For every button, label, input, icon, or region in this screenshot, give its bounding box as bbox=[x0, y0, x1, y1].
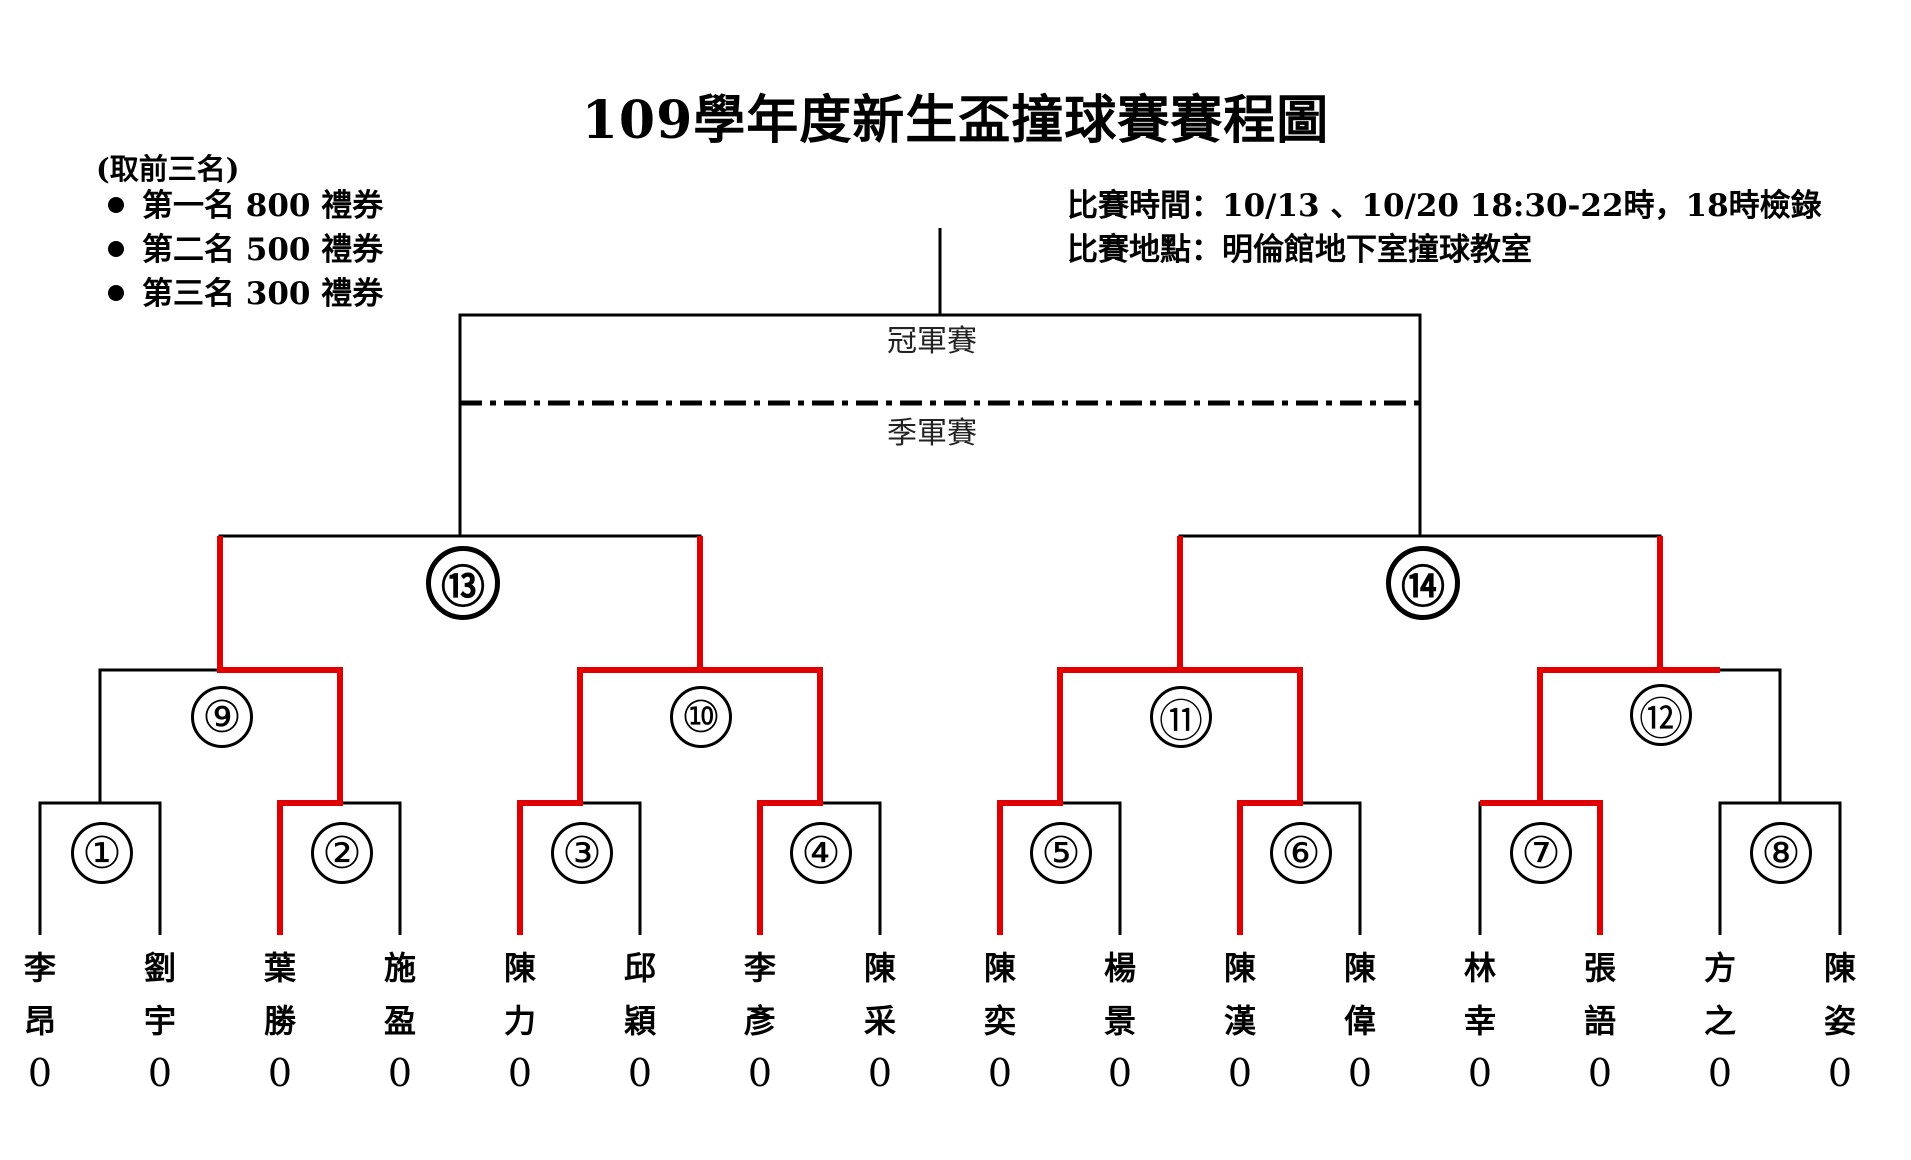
prize-item: 第三名 300 禮券 bbox=[108, 272, 383, 316]
player-slot: 陳采 0 bbox=[858, 942, 902, 1098]
player-score: 0 bbox=[987, 1051, 1013, 1095]
match-number: ⑩ bbox=[670, 686, 732, 748]
player-name: 李昂 bbox=[23, 949, 56, 1040]
player-name: 楊景 bbox=[1103, 949, 1136, 1040]
prize-list: 第一名 800 禮券 第二名 500 禮券 第三名 300 禮券 bbox=[108, 184, 383, 316]
player-slot: 陳力 0 bbox=[498, 942, 542, 1098]
player-slot: 李彥 0 bbox=[738, 942, 782, 1098]
advance-path bbox=[517, 536, 703, 935]
match-time: 比賽時間：10/13 、10/20 18:30-22時，18時檢錄 bbox=[1067, 188, 1822, 224]
player-score: 0 bbox=[1227, 1051, 1253, 1095]
player-score: 0 bbox=[1467, 1051, 1493, 1095]
prize-note: (取前三名) bbox=[96, 152, 240, 186]
match-number: ⑭ bbox=[1386, 546, 1460, 620]
match-number: ⑦ bbox=[1510, 822, 1572, 884]
player-slot: 林幸 0 bbox=[1458, 942, 1502, 1098]
prize-item: 第一名 800 禮券 bbox=[108, 184, 383, 228]
page-title: 109學年度新生盃撞球賽賽程圖 bbox=[581, 90, 1330, 151]
player-slot: 張語 0 bbox=[1578, 942, 1622, 1098]
player-slot: 李昂 0 bbox=[18, 942, 62, 1098]
player-score: 0 bbox=[1107, 1051, 1133, 1095]
player-name: 劉宇 bbox=[143, 949, 176, 1040]
player-slot: 葉勝 0 bbox=[258, 942, 302, 1098]
bullet-icon bbox=[108, 240, 124, 257]
player-name: 李彥 bbox=[743, 949, 776, 1040]
player-slot: 陳偉 0 bbox=[1338, 942, 1382, 1098]
match-number: ⑥ bbox=[1270, 822, 1332, 884]
match-number: ⑤ bbox=[1030, 822, 1092, 884]
player-score: 0 bbox=[747, 1051, 773, 1095]
player-name: 方之 bbox=[1703, 949, 1736, 1040]
player-score: 0 bbox=[147, 1051, 173, 1095]
player-score: 0 bbox=[387, 1051, 413, 1095]
match-number: ④ bbox=[790, 822, 852, 884]
player-slot: 施盈 0 bbox=[378, 942, 422, 1098]
prize-item: 第二名 500 禮券 bbox=[108, 228, 383, 272]
player-name: 陳奕 bbox=[983, 949, 1016, 1040]
player-name: 陳偉 bbox=[1343, 949, 1376, 1040]
player-slot: 方之 0 bbox=[1698, 942, 1742, 1098]
player-name: 陳力 bbox=[503, 949, 536, 1040]
player-score: 0 bbox=[1587, 1051, 1613, 1095]
player-score: 0 bbox=[507, 1051, 533, 1095]
player-score: 0 bbox=[1827, 1051, 1853, 1095]
player-slot: 陳奕 0 bbox=[978, 942, 1022, 1098]
player-score: 0 bbox=[867, 1051, 893, 1095]
advance-path bbox=[1180, 667, 1303, 935]
player-score: 0 bbox=[267, 1051, 293, 1095]
advance-path bbox=[700, 667, 823, 935]
match-number: ⑬ bbox=[426, 546, 500, 620]
player-slot: 楊景 0 bbox=[1098, 942, 1142, 1098]
player-score: 0 bbox=[627, 1051, 653, 1095]
player-name: 葉勝 bbox=[263, 949, 296, 1040]
player-slot: 陳漢 0 bbox=[1218, 942, 1262, 1098]
third-place-label: 季軍賽 bbox=[887, 416, 977, 451]
player-name: 林幸 bbox=[1463, 949, 1496, 1040]
bullet-icon bbox=[108, 284, 124, 301]
match-number: ② bbox=[311, 822, 373, 884]
player-name: 邱穎 bbox=[623, 949, 656, 1040]
match-number: ⑪ bbox=[1150, 686, 1212, 748]
final-label: 冠軍賽 bbox=[887, 324, 977, 359]
player-score: 0 bbox=[1347, 1051, 1373, 1095]
player-name: 施盈 bbox=[383, 949, 416, 1040]
player-slot: 劉宇 0 bbox=[138, 942, 182, 1098]
match-number: ⑫ bbox=[1630, 684, 1692, 746]
match-number: ⑨ bbox=[191, 686, 253, 748]
advance-path bbox=[997, 536, 1183, 935]
match-info: 比賽時間：10/13 、10/20 18:30-22時，18時檢錄 比賽地點：明… bbox=[1067, 184, 1822, 272]
player-slot: 陳姿 0 bbox=[1818, 942, 1862, 1098]
player-score: 0 bbox=[27, 1051, 53, 1095]
player-name: 陳姿 bbox=[1823, 949, 1856, 1040]
player-name: 張語 bbox=[1583, 949, 1616, 1040]
match-number: ③ bbox=[551, 822, 613, 884]
match-number: ⑧ bbox=[1750, 822, 1812, 884]
advance-path bbox=[217, 536, 343, 935]
match-number: ① bbox=[71, 822, 133, 884]
player-name: 陳漢 bbox=[1223, 949, 1256, 1040]
player-slot: 邱穎 0 bbox=[618, 942, 662, 1098]
player-name: 陳采 bbox=[863, 949, 896, 1040]
bullet-icon bbox=[108, 196, 124, 213]
advance-path bbox=[1480, 536, 1663, 935]
match-place: 比賽地點：明倫館地下室撞球教室 bbox=[1067, 232, 1532, 268]
player-score: 0 bbox=[1707, 1051, 1733, 1095]
